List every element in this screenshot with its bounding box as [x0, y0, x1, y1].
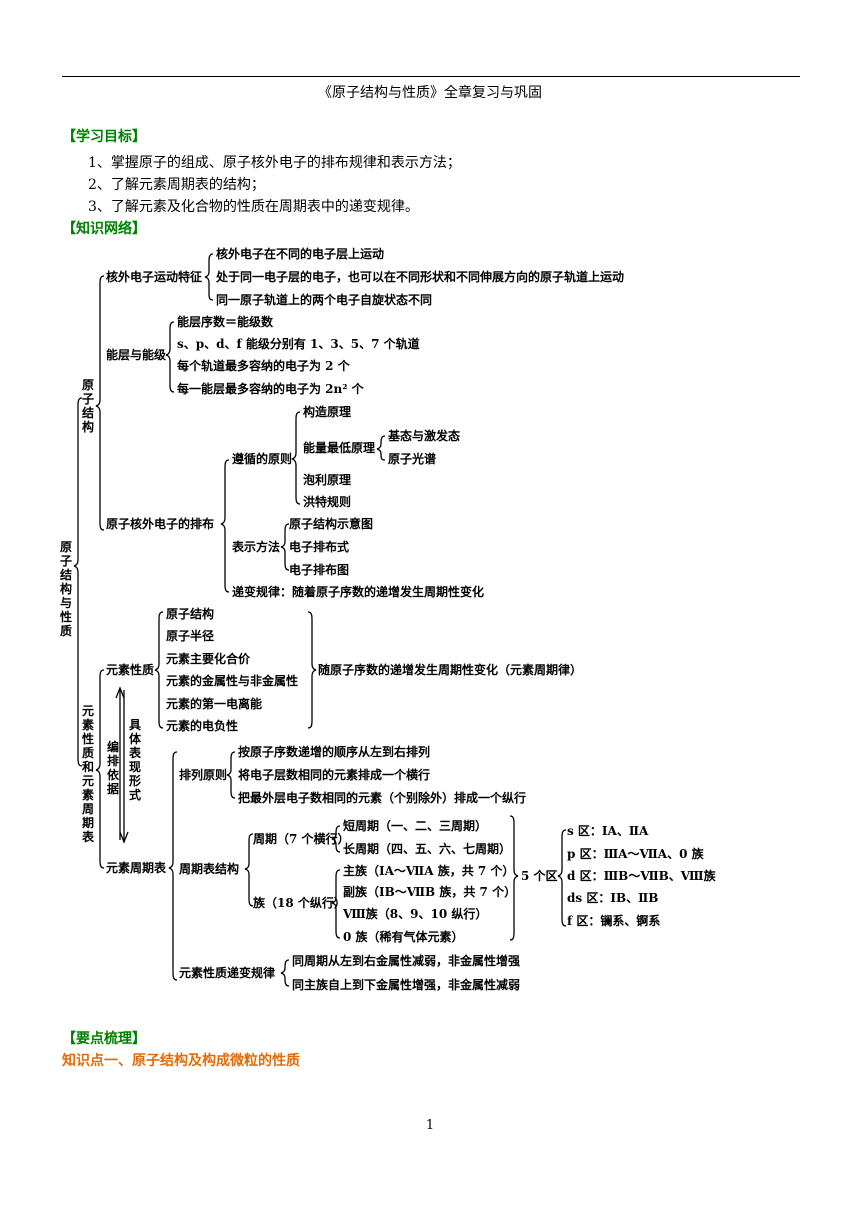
- leaf-item: 元素主要化合价: [166, 652, 251, 666]
- node-five-zones: 5 个区: [521, 869, 558, 883]
- node-energy-levels: 能层与能级: [106, 348, 167, 362]
- leaf-item: 同一原子轨道上的两个电子自旋状态不同: [216, 293, 433, 307]
- knowledge-point-1: 知识点一、原子结构及构成微粒的性质: [62, 1053, 300, 1069]
- leaf-item: 长周期（四、五、六、七周期）: [343, 842, 512, 856]
- leaf-item: 原子结构: [166, 607, 215, 621]
- leaf-item: f 区：镧系、锕系: [567, 914, 661, 928]
- leaf-item: 同主族自上到下金属性增强，非金属性减弱: [292, 978, 521, 992]
- leaf-item: 同周期从左到右金属性减弱，非金属性增强: [292, 954, 521, 968]
- leaf-item: 每个轨道最多容纳的电子为 2 个: [177, 359, 350, 373]
- node-period: 周期（7 个横行）: [253, 832, 350, 846]
- leaf-item: 基态与激发态: [388, 429, 461, 443]
- leaf-item: 0 族（稀有气体元素）: [343, 930, 464, 944]
- leaf-item: 副族（ⅠB～ⅦB 族，共 7 个）: [343, 885, 517, 899]
- link-label-form: 具体表现形式: [128, 718, 141, 802]
- leaf-item: 原子半径: [166, 629, 215, 643]
- document-title: 《原子结构与性质》全章复习与巩固: [318, 85, 542, 101]
- leaf-item: 元素的电负性: [166, 719, 239, 733]
- leaf-item: 洪特规则: [303, 495, 352, 509]
- objective-item: 2、了解元素周期表的结构；: [88, 177, 265, 193]
- leaf-item: 按原子序数递增的顺序从左到右排列: [238, 745, 431, 759]
- node-table-structure: 周期表结构: [179, 862, 240, 876]
- leaf-item: 把最外层电子数相同的元素（个别除外）排成一个纵行: [238, 791, 527, 805]
- network-header: 【知识网络】: [62, 221, 146, 237]
- leaf-item: 原子结构示意图: [289, 517, 374, 531]
- leaf-item: 每一能层最多容纳的电子为 2n² 个: [177, 382, 364, 396]
- node-group: 族（18 个纵行）: [253, 896, 346, 910]
- node-representation: 表示方法: [232, 540, 281, 554]
- leaf-item: 泡利原理: [303, 473, 352, 487]
- node-periodic-table: 元素周期表: [106, 861, 167, 875]
- leaf-item: 电子排布图: [289, 563, 350, 577]
- page-number: 1: [425, 1118, 435, 1133]
- objectives-header: 【学习目标】: [62, 129, 146, 145]
- node-element-properties: 元素性质: [106, 663, 155, 677]
- leaf-item: d 区：ⅢB～ⅦB、Ⅷ族: [567, 869, 716, 883]
- node-periodic-law: 随原子序数的递增发生周期性变化（元素周期律）: [318, 663, 583, 677]
- node-electron-motion: 核外电子运动特征: [106, 270, 203, 284]
- leaf-item: ds 区：ⅠB、ⅡB: [567, 891, 659, 905]
- leaf-item: 构造原理: [303, 405, 352, 419]
- leaf-item: 元素的金属性与非金属性: [166, 674, 299, 688]
- leaf-item: 主族（ⅠA～ⅦA 族，共 7 个）: [343, 864, 515, 878]
- leaf-item: p 区：ⅢA～ⅦA、0 族: [567, 847, 704, 861]
- link-label-basis: 编排依据: [106, 740, 119, 796]
- node-property-trend: 元素性质递变规律: [179, 966, 276, 980]
- node-atomic-structure: 原子结构: [81, 378, 94, 434]
- points-header: 【要点梳理】: [62, 1031, 146, 1047]
- leaf-item: 核外电子在不同的电子层上运动: [216, 247, 385, 261]
- node-electron-arrangement: 原子核外电子的排布: [106, 517, 215, 531]
- node-trend: 递变规律：随着原子序数的递增发生周期性变化: [232, 585, 485, 599]
- leaf-item: Ⅷ族（8、9、10 纵行）: [343, 907, 488, 921]
- leaf-item: 短周期（一、二、三周期）: [343, 819, 488, 833]
- header-rule: [62, 76, 800, 77]
- leaf-item: 处于同一电子层的电子，也可以在不同形状和不同伸展方向的原子轨道上运动: [216, 270, 625, 284]
- leaf-item: s、p、d、f 能级分别有 1、3、5、7 个轨道: [177, 337, 420, 351]
- node-arrangement: 排列原则: [179, 768, 228, 782]
- objective-item: 3、了解元素及化合物的性质在周期表中的递变规律。: [88, 199, 419, 215]
- leaf-item: 原子光谱: [388, 452, 437, 466]
- leaf-item: 将电子层数相同的元素排成一个横行: [238, 768, 431, 782]
- leaf-item: 能量最低原理: [303, 441, 376, 455]
- node-principles: 遵循的原则: [232, 452, 293, 466]
- leaf-item: 元素的第一电离能: [166, 697, 263, 711]
- tree-root-label: 原子结构与性质: [59, 540, 72, 638]
- node-element-properties-table: 元素性质和元素周期表: [81, 704, 94, 844]
- leaf-item: 电子排布式: [289, 540, 350, 554]
- objective-item: 1、掌握原子的组成、原子核外电子的排布规律和表示方法；: [88, 155, 461, 171]
- leaf-item: 能层序数＝能级数: [177, 315, 274, 329]
- leaf-item: s 区：ⅠA、ⅡA: [567, 824, 649, 838]
